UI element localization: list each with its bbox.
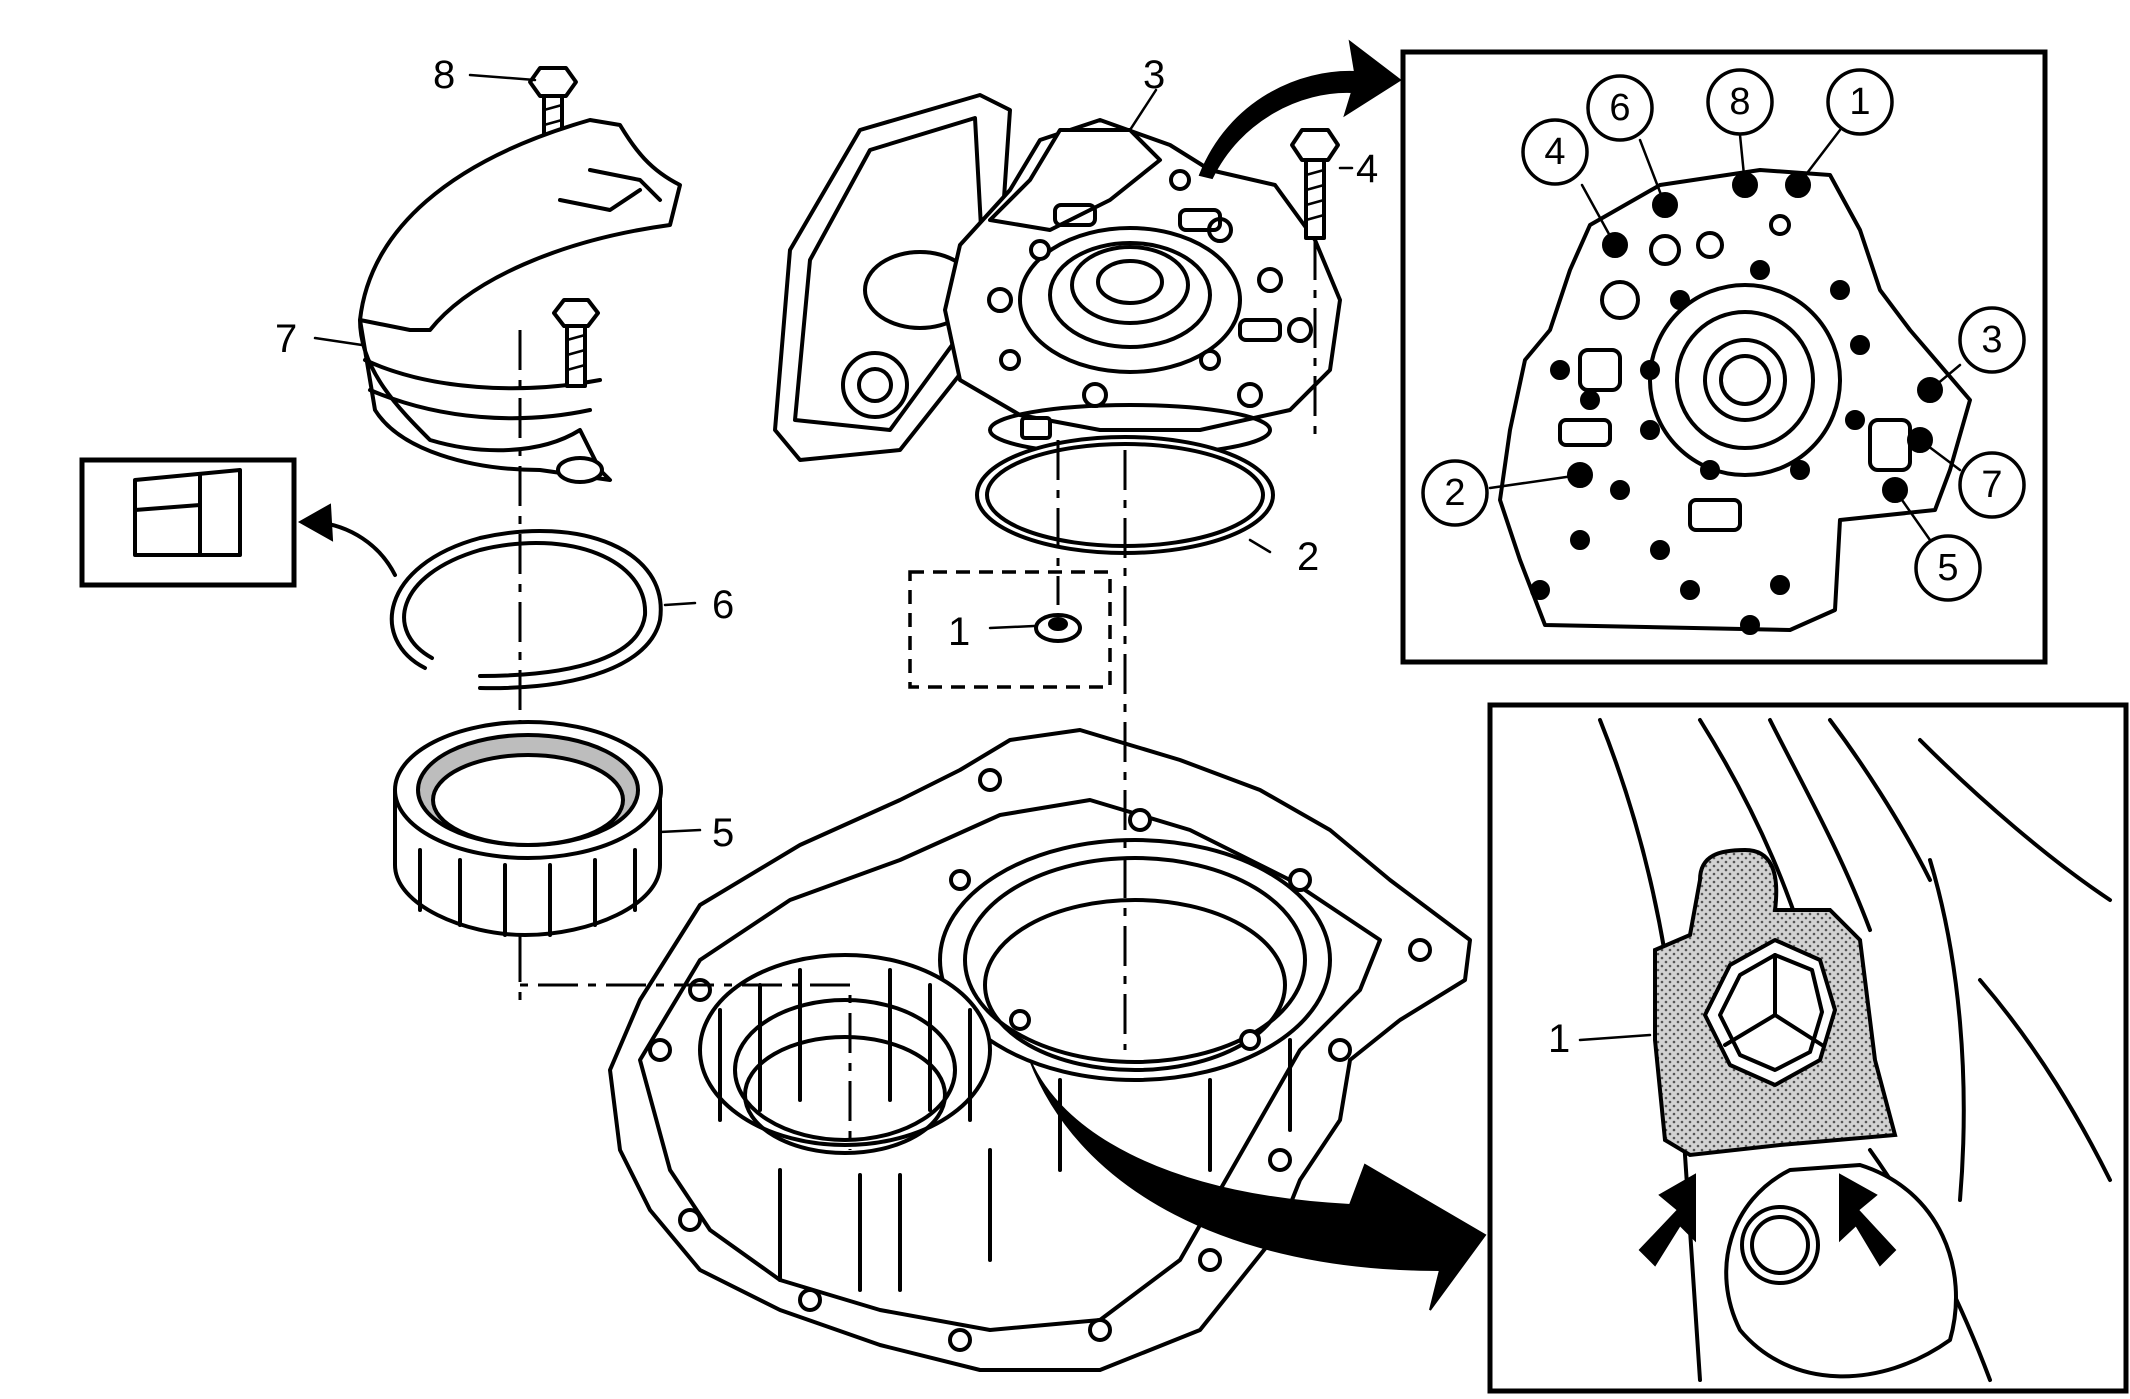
callout-6: 6 <box>712 583 734 627</box>
pump-assembly <box>943 118 1342 457</box>
seal-seat-arrow-right <box>1839 1173 1897 1267</box>
bolt-order-label-1: 1 <box>1849 81 1870 123</box>
bolt-order-label-2: 2 <box>1444 472 1465 514</box>
bolt-sequence-detail: 1 8 6 4 3 7 5 2 <box>1400 49 2048 665</box>
bolt-order-label-4: 4 <box>1544 131 1565 173</box>
bolt-order-label-7: 7 <box>1981 464 2002 506</box>
cover-bolt-lower <box>552 298 600 388</box>
ring-gear <box>393 720 663 937</box>
pump-bolt <box>1290 128 1340 240</box>
seal-plug-callout-box <box>908 570 1112 689</box>
valve-body-cover <box>773 93 1012 462</box>
seal-detail-arrow <box>1029 1059 1487 1311</box>
callout-4: 4 <box>1356 147 1378 191</box>
bolt-detail-arrow <box>1198 39 1402 180</box>
snap-ring <box>389 529 663 691</box>
bolt-order-label-5: 5 <box>1937 547 1958 589</box>
bolt-order-label-6: 6 <box>1609 87 1630 129</box>
callout-8: 8 <box>433 53 455 97</box>
seal-detail-callout-1: 1 <box>1548 1017 1570 1061</box>
callout-5: 5 <box>712 811 734 855</box>
bolt-order-label-8: 8 <box>1729 81 1750 123</box>
seal-plug <box>1034 613 1082 643</box>
callout-7: 7 <box>275 317 297 361</box>
snap-ring-end-detail <box>79 457 297 588</box>
transmission-case <box>608 728 1472 1372</box>
callout-3: 3 <box>1143 53 1165 97</box>
callout-leaders <box>313 73 1354 834</box>
callout-1: 1 <box>948 610 970 654</box>
callout-2: 2 <box>1297 535 1319 579</box>
seal-seat-arrow-left <box>1638 1173 1696 1267</box>
bolt-order-label-3: 3 <box>1981 319 2002 361</box>
seal-plug-detail <box>1487 702 2129 1394</box>
